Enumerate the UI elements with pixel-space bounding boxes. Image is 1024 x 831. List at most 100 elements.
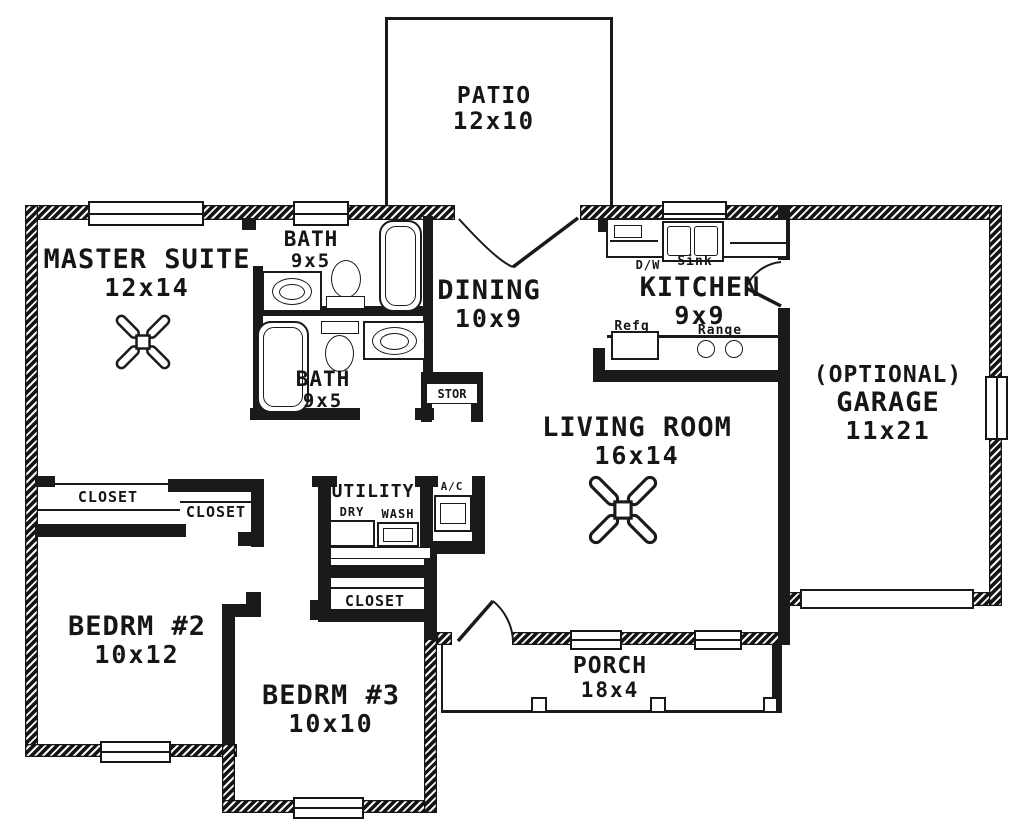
sink-basin [667, 226, 691, 256]
window [293, 797, 364, 819]
porch-post [763, 697, 778, 713]
front-door-swing [456, 599, 514, 643]
wall [35, 476, 55, 487]
window [88, 201, 204, 226]
room-label-bath2: BATH 9x5 [296, 368, 351, 411]
wall [424, 548, 437, 640]
range-burner [725, 340, 743, 358]
room-name: PATIO [456, 83, 532, 109]
closet-label: CLOSET [77, 488, 139, 506]
room-label-kitchen: KITCHEN 9x9 [640, 273, 761, 329]
closet-rod-line [38, 483, 180, 485]
sink-basin [694, 226, 718, 256]
wall [593, 370, 790, 382]
room-dims: 10x12 [94, 640, 180, 670]
room-dims: 16x14 [594, 441, 680, 471]
dryer-label: DRY [339, 505, 365, 519]
wall [423, 216, 433, 376]
sink-bowl-inner [279, 284, 305, 300]
wall [168, 479, 264, 492]
room-label-master: MASTER SUITE 12x14 [43, 245, 250, 301]
toilet-tank [321, 321, 359, 334]
wall [242, 218, 256, 230]
dishwasher-line [610, 240, 658, 242]
porch-post [531, 697, 547, 713]
washer-label: WASH [381, 507, 415, 521]
bathtub-inner [263, 327, 303, 407]
room-label-bedroom3: BEDRM #3 10x10 [262, 681, 400, 737]
ceiling-fan-icon [588, 475, 658, 545]
garage-door [800, 589, 974, 609]
range-label: Range [697, 323, 743, 338]
counter-edge [607, 335, 790, 338]
room-name: BEDRM #3 [261, 680, 401, 711]
patio-outline [385, 17, 613, 211]
wall [222, 744, 235, 813]
room-name: LIVING ROOM [542, 412, 732, 443]
wall [437, 632, 452, 645]
shelf-line [318, 587, 433, 589]
porch-edge [772, 645, 782, 713]
wall [253, 306, 433, 316]
room-label-living: LIVING ROOM 16x14 [542, 413, 732, 469]
room-name: BATH [283, 227, 339, 251]
room-name: DINING [437, 275, 541, 306]
porch-post [650, 697, 666, 713]
wall [222, 604, 235, 744]
wall [318, 476, 331, 622]
wall [25, 205, 38, 757]
stor-label: STOR [437, 386, 467, 401]
wall [238, 532, 264, 546]
wall [318, 609, 433, 622]
closet-label: CLOSET [344, 592, 406, 610]
room-name: GARAGE [836, 386, 940, 418]
utility-counter [331, 547, 430, 559]
room-label-patio: PATIO 12x10 [453, 84, 535, 135]
utility-label: UTILITY [331, 481, 415, 502]
room-label-garage: (OPTIONAL) GARAGE 11x21 [814, 363, 962, 444]
room-dims: 12x14 [104, 273, 190, 303]
room-label-dining: DINING 10x9 [437, 276, 541, 332]
wall [420, 476, 433, 543]
wall [35, 524, 186, 537]
dishwasher [614, 225, 642, 238]
room-name: BATH [295, 367, 351, 391]
wall [246, 592, 261, 617]
porch-edge [441, 645, 443, 712]
shelf-line [38, 509, 180, 511]
room-label-porch: PORCH 18x4 [573, 654, 647, 702]
stor-shelf-box: STOR [426, 383, 478, 404]
porch-edge [441, 710, 782, 713]
ac-unit-inner [440, 503, 466, 524]
toilet [325, 335, 354, 372]
toilet-tank [326, 296, 365, 309]
wall [424, 632, 437, 813]
window [985, 376, 1008, 440]
window [694, 630, 742, 650]
room-dims: 9x5 [290, 249, 332, 272]
wall [512, 632, 790, 645]
ceiling-fan-icon [115, 314, 171, 370]
range-burner [697, 340, 715, 358]
room-dims: 18x4 [580, 677, 640, 702]
room-dims: 9x5 [302, 389, 344, 412]
room-prefix: (OPTIONAL) [813, 362, 963, 388]
wall [222, 604, 250, 617]
wall [421, 372, 483, 385]
refrigerator [611, 331, 659, 360]
wall [318, 565, 433, 578]
dryer [329, 520, 375, 547]
sink-label: Sink [677, 254, 713, 269]
room-name: KITCHEN [639, 272, 761, 303]
room-label-bedroom2: BEDRM #2 10x12 [68, 612, 206, 668]
window [100, 741, 171, 763]
sink-bowl-inner [380, 333, 409, 350]
dishwasher-label: D/W [635, 258, 661, 272]
room-name: BEDRM #2 [67, 611, 207, 642]
window [570, 630, 622, 650]
counter-line [730, 242, 787, 244]
refrigerator-label: Refg [614, 319, 650, 334]
shelf-line [328, 618, 433, 620]
shelf-line [180, 501, 251, 503]
